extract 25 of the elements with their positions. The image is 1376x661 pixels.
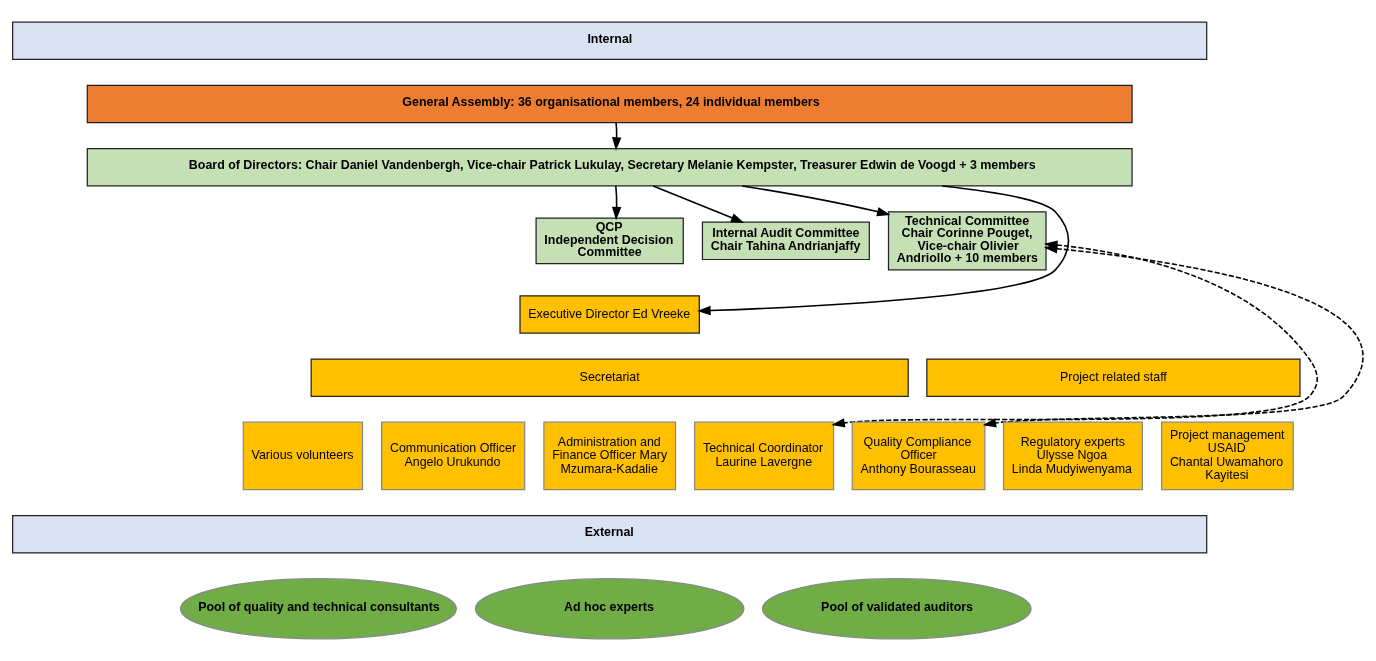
- node-box: Board of Directors: Chair Daniel Vandenbergh, Vice-chair Patrick Lukulay, Secretary Melanie Kempster, Treasurer Edwin de Voogd + 3 members: [86, 148, 1133, 187]
- node-box: Communication Officer Angelo Urukundo: [381, 421, 526, 491]
- node-ellipse: Pool of validated auditors: [761, 578, 1032, 640]
- node-box: Internal: [12, 21, 1208, 61]
- node-box: Regulatory experts Ulysse Ngoa Linda Mudyiwenyama: [1002, 421, 1144, 491]
- arrow: [652, 185, 745, 223]
- node-box: Technical Coordinator Laurine Lavergne: [694, 421, 835, 491]
- node-box: Various volunteers: [242, 421, 364, 491]
- node-box: Quality Compliance Officer Anthony Bourasseau: [851, 421, 986, 491]
- node-box: Executive Director Ed Vreeke: [519, 295, 700, 334]
- node-box: Administration and Finance Officer Mary Mzumara-Kadalie: [543, 421, 677, 491]
- node-ellipse: Ad hoc experts: [474, 578, 745, 640]
- node-box: Project related staff: [926, 358, 1301, 397]
- node-box: Secretariat: [310, 358, 909, 397]
- arrow: [741, 185, 891, 217]
- node-box: External: [12, 514, 1208, 554]
- arrow: [982, 244, 1364, 428]
- node-ellipse: Pool of quality and technical consultants: [179, 578, 457, 640]
- node-box: General Assembly: 36 organisational members, 24 individual members: [86, 84, 1133, 124]
- arrow: [697, 185, 1070, 316]
- node-box: QCP Independent Decision Committee: [535, 217, 684, 265]
- node-box: Technical Committee Chair Corinne Pouget, Vice-chair Olivier Andriollo + 10 members: [887, 211, 1047, 271]
- node-box: Internal Audit Committee Chair Tahina Andrianjaffy: [701, 221, 870, 261]
- node-box: Project management USAID Chantal Uwamahoro Kayitesi: [1161, 421, 1294, 491]
- arrow: [611, 185, 622, 221]
